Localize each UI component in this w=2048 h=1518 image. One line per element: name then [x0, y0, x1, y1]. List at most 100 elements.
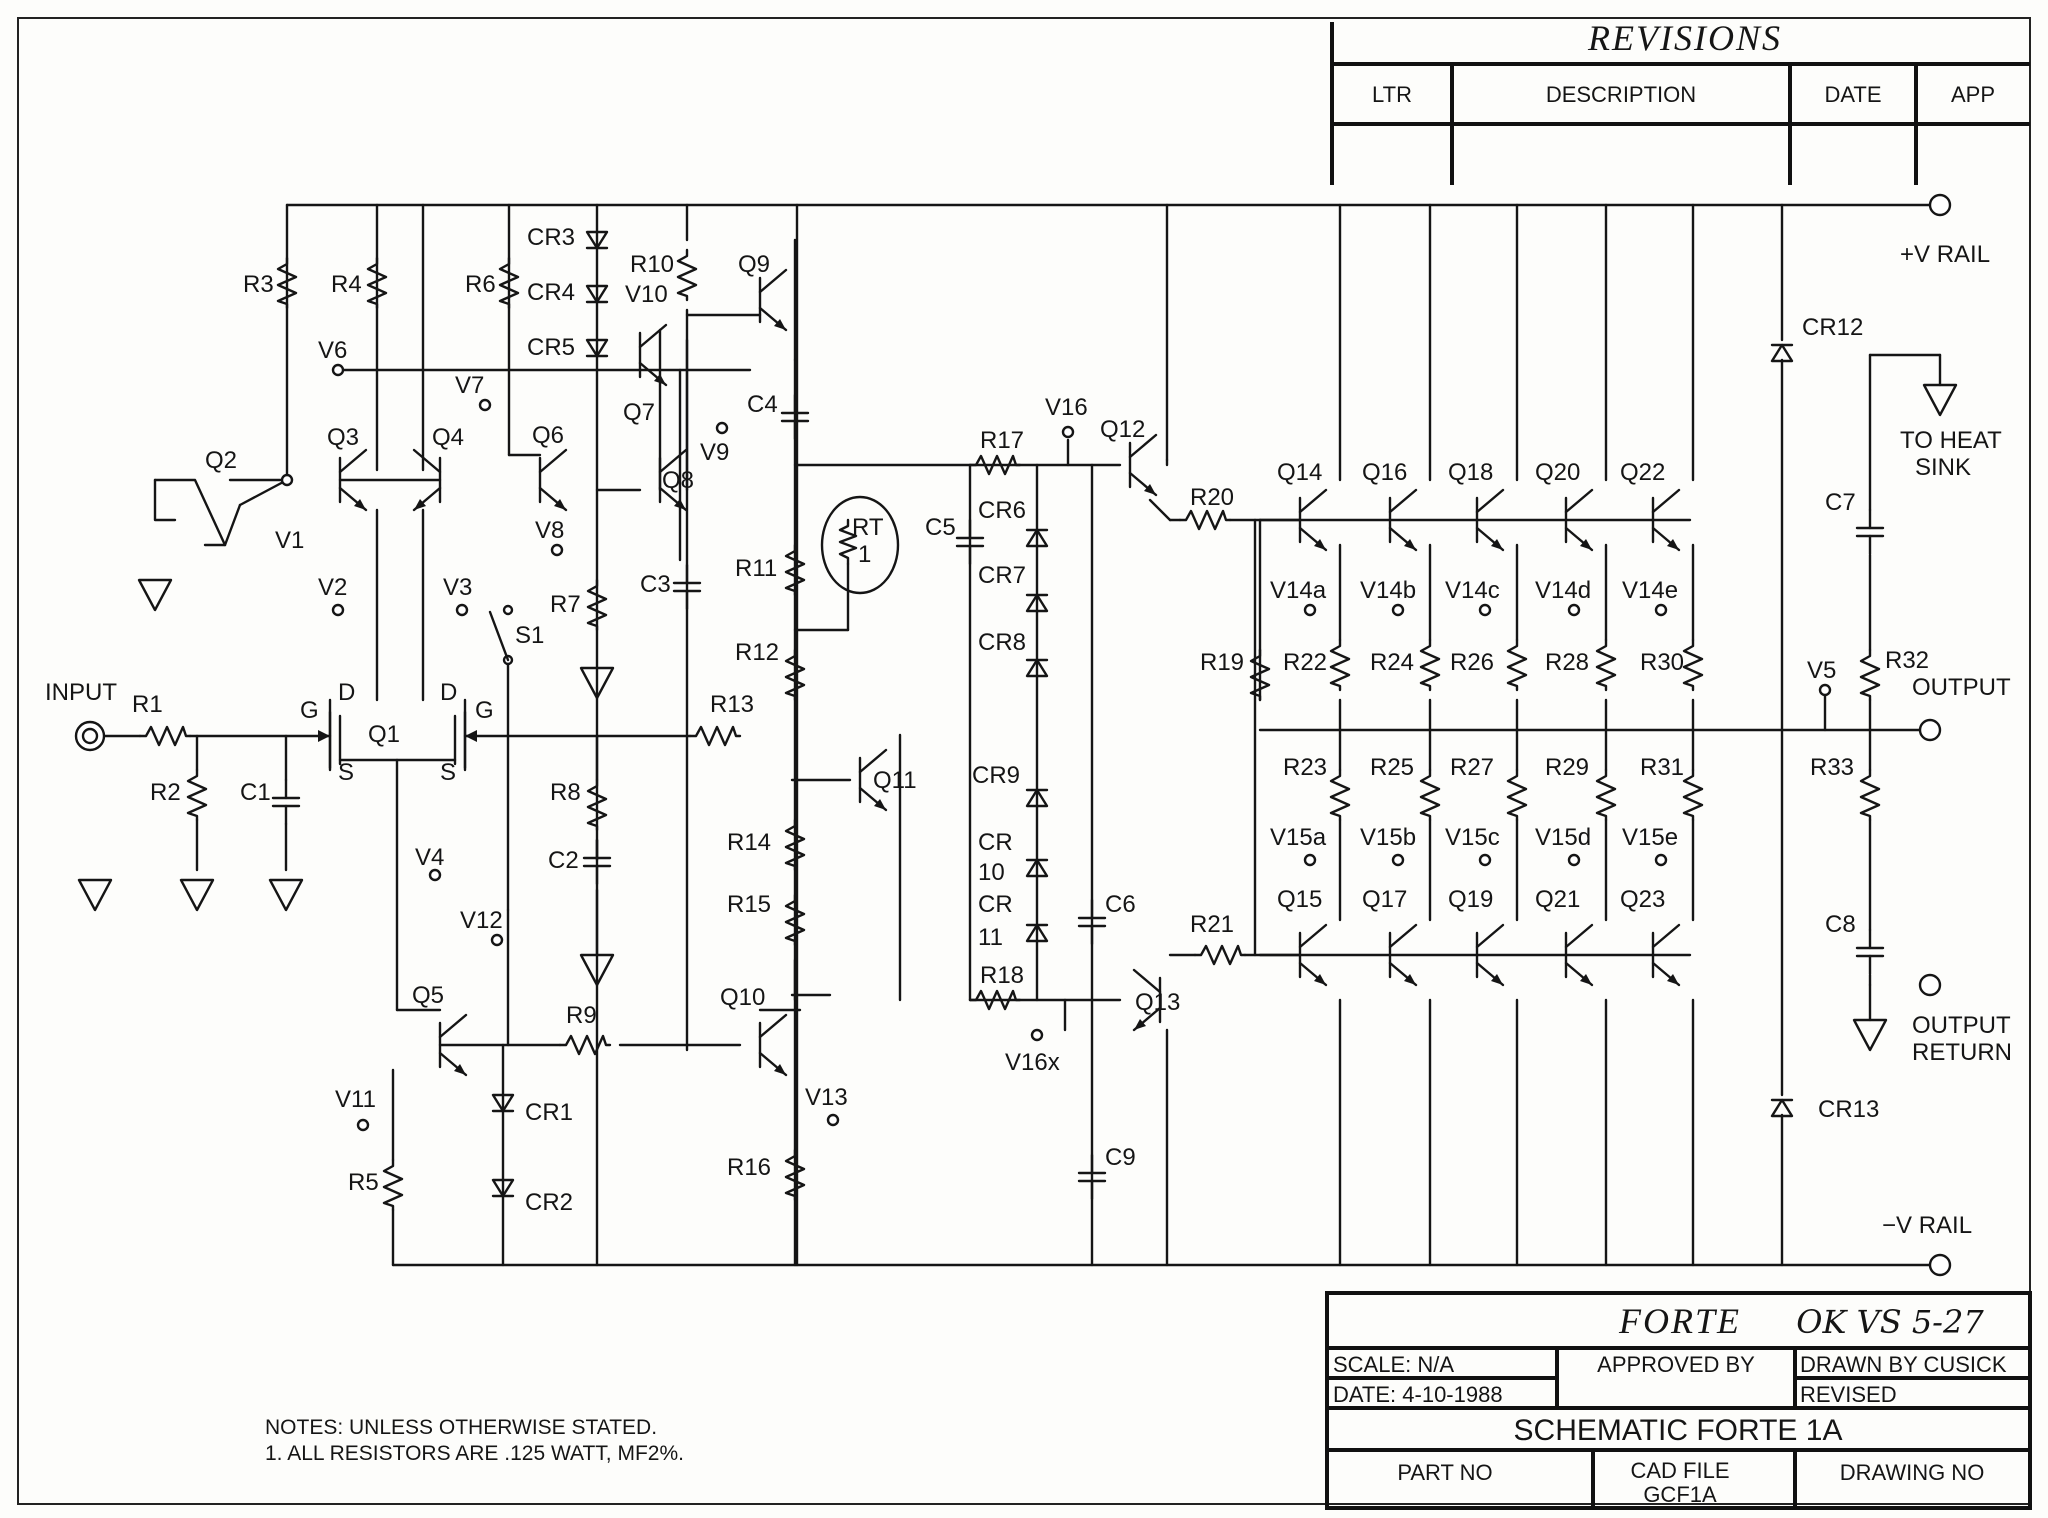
label-r25: R25	[1370, 754, 1414, 781]
label-c4: C4	[747, 391, 778, 418]
output-terminal	[1918, 718, 1942, 742]
test-point	[428, 868, 442, 882]
label-pin-s2: S	[440, 759, 456, 786]
label-r17: R17	[980, 427, 1024, 454]
label-v14a: V14a	[1270, 577, 1327, 604]
label-q11: Q11	[873, 767, 917, 794]
label-cr9: CR9	[972, 762, 1020, 789]
label-v15e: V15e	[1622, 824, 1678, 851]
label-r19: R19	[1200, 649, 1244, 676]
label-c5: C5	[925, 514, 956, 541]
resistor-r26	[1506, 638, 1528, 692]
resistor-r23	[1329, 768, 1351, 822]
label-r29: R29	[1545, 754, 1589, 781]
label-cr4: CR4	[527, 279, 575, 306]
label-r30: R30	[1640, 649, 1684, 676]
label-r13: R13	[710, 691, 754, 718]
label-v7: V7	[455, 372, 484, 399]
label-q21: Q21	[1535, 886, 1580, 913]
rev-col-app: APP	[1951, 82, 1995, 107]
title-block-date: DATE: 4-10-1988	[1333, 1382, 1503, 1407]
resistor-r27	[1506, 768, 1528, 822]
label-v3: V3	[443, 574, 472, 601]
test-point	[478, 398, 492, 412]
title-block-cad-file-value: GCF1A	[1643, 1482, 1717, 1507]
label-v10: V10	[625, 281, 668, 308]
label-c1: C1	[240, 779, 271, 806]
label-q3: Q3	[327, 424, 359, 451]
label-v16: V16	[1045, 394, 1088, 421]
label-r7: R7	[550, 591, 581, 618]
label-q15: Q15	[1277, 886, 1322, 913]
label-v12: V12	[460, 907, 503, 934]
ground-symbol	[77, 878, 113, 912]
notes-line-1: NOTES: UNLESS OTHERWISE STATED.	[265, 1416, 657, 1439]
transistor-q9	[758, 268, 788, 332]
label-output-return: OUTPUT	[1912, 1012, 2011, 1039]
label-v6: V6	[318, 337, 347, 364]
label-r1: R1	[132, 691, 163, 718]
label-r16: R16	[727, 1154, 771, 1181]
component-labels: INPUT +V RAIL −V RAIL OUTPUT OUTPUT RETU…	[45, 224, 2012, 1239]
label-rt-1: 1	[858, 541, 871, 568]
test-point	[1030, 1028, 1044, 1042]
label-v16x: V16x	[1005, 1049, 1060, 1076]
label-cr7: CR7	[978, 562, 1026, 589]
label-r9: R9	[566, 1002, 597, 1029]
resistor-r20	[1178, 509, 1232, 531]
label-r4: R4	[331, 271, 362, 298]
label-r15: R15	[727, 891, 771, 918]
label-c6: C6	[1105, 891, 1136, 918]
label-cr1: CR1	[525, 1099, 573, 1126]
title-block-scale: SCALE: N/A	[1333, 1352, 1454, 1377]
test-point	[1061, 425, 1075, 439]
label-cr11-b: 11	[978, 924, 1003, 951]
label-c8: C8	[1825, 911, 1856, 938]
label-v9: V9	[700, 439, 729, 466]
label-q2: Q2	[205, 447, 237, 474]
test-point	[1818, 683, 1832, 697]
label-v15a: V15a	[1270, 824, 1327, 851]
output-return-terminal	[1918, 973, 1942, 997]
label-to-heat-sink: TO HEAT	[1900, 427, 2002, 454]
test-point	[715, 421, 729, 435]
label-cr3: CR3	[527, 224, 575, 251]
resistor-r9	[558, 1034, 612, 1056]
label-c9: C9	[1105, 1144, 1136, 1171]
label-rt: RT	[852, 514, 884, 541]
label-v5: V5	[1807, 657, 1836, 684]
capacitor-c1	[271, 778, 301, 826]
label-cr10-a: CR	[978, 829, 1013, 856]
test-point	[356, 1118, 370, 1132]
test-point	[1303, 853, 1317, 867]
test-point	[1391, 853, 1405, 867]
label-r33: R33	[1810, 754, 1854, 781]
revisions-table: REVISIONS LTR DESCRIPTION DATE APP	[1330, 18, 2030, 185]
rev-col-date: DATE	[1824, 82, 1881, 107]
test-point	[490, 933, 504, 947]
diode-cr12	[1770, 343, 1794, 363]
resistor-r28	[1595, 638, 1617, 692]
capacitor-c8	[1855, 928, 1885, 976]
transistor-q7	[638, 323, 668, 387]
test-point	[1303, 603, 1317, 617]
test-point	[1478, 603, 1492, 617]
v-rail-pos-terminal	[1928, 193, 1952, 217]
label-q20: Q20	[1535, 459, 1580, 486]
label-r21: R21	[1190, 911, 1234, 938]
label-c2: C2	[548, 847, 579, 874]
label-v4: V4	[415, 844, 444, 871]
label-cr5: CR5	[527, 334, 575, 361]
label-pin-d1: D	[338, 679, 355, 706]
resistor-r1	[138, 725, 192, 747]
test-point	[1567, 853, 1581, 867]
label-r24: R24	[1370, 649, 1414, 676]
label-pin-g1: G	[300, 697, 319, 724]
label-cr10-b: 10	[978, 859, 1005, 886]
label-cr11-a: CR	[978, 891, 1013, 918]
label-q13: Q13	[1135, 989, 1180, 1016]
title-block-signoff: OK VS 5-27	[1796, 1303, 1984, 1341]
label-q1: Q1	[368, 721, 400, 748]
label-to-heat-sink-2: SINK	[1915, 454, 1971, 481]
